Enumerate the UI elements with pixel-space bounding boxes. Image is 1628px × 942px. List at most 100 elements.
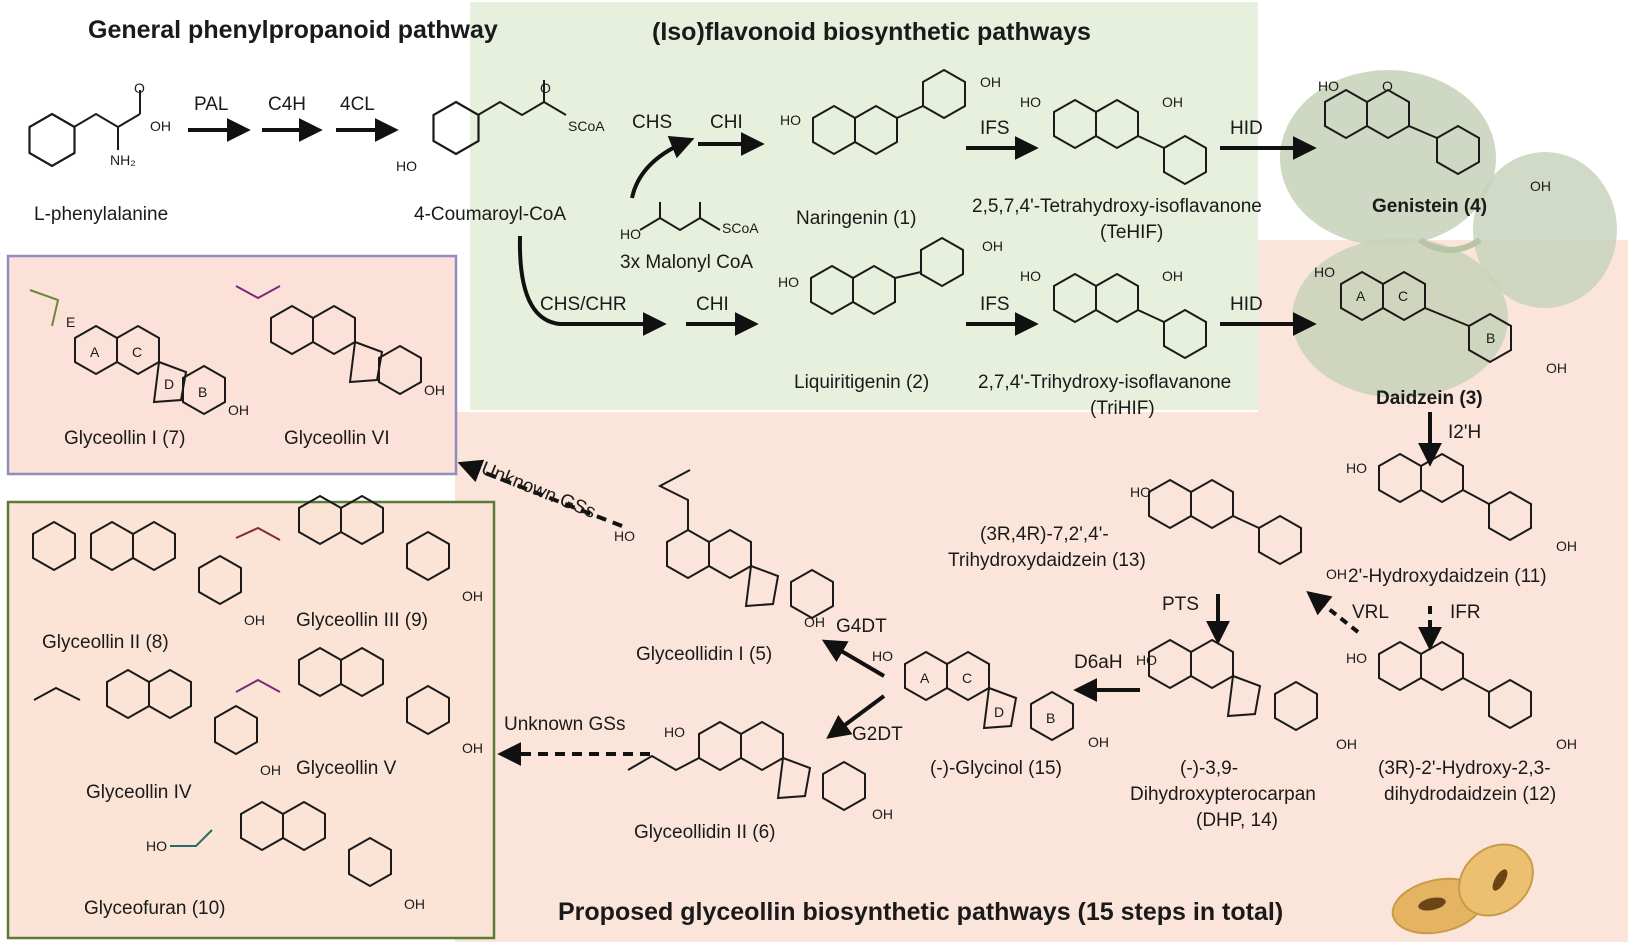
- enzyme-ifr: IFR: [1450, 602, 1481, 623]
- soybean-leaf-icon: [1280, 70, 1617, 398]
- atom-oh-gld2: OH: [872, 806, 893, 822]
- enzyme-ifs-1: IFS: [980, 118, 1010, 139]
- malonyl-coa-structure: [639, 202, 721, 232]
- atom-ho-liq: HO: [778, 274, 799, 290]
- label-dhp-1: (-)-3,9-: [1180, 758, 1239, 779]
- atom-oh-12: OH: [1556, 736, 1577, 752]
- ring-b-gly: B: [1046, 710, 1056, 726]
- atom-oh-gly: OH: [1088, 734, 1109, 750]
- ring-a-g1: A: [90, 344, 100, 360]
- glyceollin-title: Proposed glyceollin biosynthetic pathway…: [558, 898, 1284, 926]
- label-i13-1: (3R,4R)-7,2',4'-: [980, 524, 1109, 545]
- ring-e-g1: E: [66, 314, 76, 330]
- enzyme-hid-2: HID: [1230, 294, 1263, 315]
- enzyme-g4dt: G4DT: [836, 616, 887, 637]
- naringenin-structure: [812, 69, 966, 155]
- dhp-structure: [1148, 639, 1318, 731]
- label-malonyl-coa: 3x Malonyl CoA: [620, 252, 754, 273]
- ring-d-g1: D: [164, 376, 175, 392]
- enzyme-i2h: I2'H: [1448, 422, 1482, 443]
- atom-oh-gld1: OH: [804, 614, 825, 630]
- label-trihif-1: 2,7,4'-Trihydroxy-isoflavanone: [978, 372, 1232, 393]
- atom-oh-liq: OH: [982, 238, 1003, 254]
- atom-oh-g3: OH: [462, 588, 483, 604]
- atom-ho-gly: HO: [872, 648, 893, 664]
- atom-o-coum: O: [540, 80, 551, 96]
- glyceollidin1-structure: [657, 469, 834, 619]
- atom-o-phe: O: [134, 80, 145, 96]
- isoflavonoid-panel: [470, 2, 1258, 410]
- atom-ho-malonyl: HO: [620, 226, 641, 242]
- enzyme-chi-1: CHI: [710, 112, 743, 133]
- ring-c-g1: C: [132, 344, 143, 360]
- enzyme-chs-chr: CHS/CHR: [540, 294, 627, 315]
- atom-ho-gld1: HO: [614, 528, 635, 544]
- hydroxydaidzein-structure: [1378, 453, 1532, 541]
- label-glycinol: (-)-Glycinol (15): [930, 758, 1062, 779]
- coumaroyl-coa-structure: [432, 80, 567, 156]
- enzyme-pts: PTS: [1162, 594, 1199, 615]
- atom-oh-dai: OH: [1546, 360, 1567, 376]
- label-glyceollin-5: Glyceollin V: [296, 758, 397, 779]
- glycinol-structure: [904, 651, 1074, 741]
- phenylpropanoid-title: General phenylpropanoid pathway: [88, 16, 498, 44]
- label-hydroxydaidzein: 2'-Hydroxydaidzein (11): [1348, 566, 1547, 587]
- label-daidzein: Daidzein (3): [1376, 388, 1483, 409]
- glyceollin-panel: [455, 240, 1628, 942]
- atom-ho-gld2: HO: [664, 724, 685, 740]
- atom-oh-11: OH: [1556, 538, 1577, 554]
- liquiritigenin-structure: [810, 237, 964, 315]
- phenylalanine-structure: [28, 90, 141, 168]
- enzyme-c4h: C4H: [268, 94, 307, 115]
- enzyme-hid-1: HID: [1230, 118, 1263, 139]
- ring-c-gly: C: [962, 670, 973, 686]
- ring-d-gly: D: [994, 704, 1005, 720]
- label-glyceofuran: Glyceofuran (10): [84, 898, 226, 919]
- glyceollin3-structure: [235, 495, 450, 581]
- ring-a-gly: A: [920, 670, 930, 686]
- atom-oh-g2: OH: [244, 612, 265, 628]
- glyceollin1-structure: [29, 289, 226, 415]
- atom-oh-g1: OH: [228, 402, 249, 418]
- enzyme-4cl: 4CL: [340, 94, 375, 115]
- atom-oh-tehif: OH: [1162, 94, 1183, 110]
- label-i12-1: (3R)-2'-Hydroxy-2,3-: [1378, 758, 1551, 779]
- label-glyceollidin-1: Glyceollidin I (5): [636, 644, 773, 665]
- i13-structure: [1148, 479, 1302, 565]
- atom-ho-13: HO: [1130, 484, 1151, 500]
- atom-oh-gf: OH: [404, 896, 425, 912]
- tehif-structure: [1053, 99, 1207, 185]
- glyceofuran-structure: [170, 801, 392, 887]
- ring-b-g1: B: [198, 384, 208, 400]
- label-naringenin: Naringenin (1): [796, 208, 917, 229]
- enzyme-chi-2: CHI: [696, 294, 729, 315]
- label-glyceollin-3: Glyceollin III (9): [296, 610, 428, 631]
- label-genistein: Genistein (4): [1372, 196, 1488, 217]
- label-i12-2: dihydrodaidzein (12): [1384, 784, 1557, 805]
- atom-ho-dhp: HO: [1136, 652, 1157, 668]
- glyceollin5-structure: [235, 647, 450, 735]
- ring-b-dai: B: [1486, 330, 1496, 346]
- label-i13-2: Trihydroxydaidzein (13): [948, 550, 1146, 571]
- label-glyceollin-1: Glyceollin I (7): [64, 428, 186, 449]
- atom-o-gen: O: [1382, 78, 1393, 94]
- label-dhp-2: Dihydroxypterocarpan: [1130, 784, 1316, 805]
- glyceollidin2-structure: [627, 721, 866, 811]
- label-coumaroyl-coa: 4-Coumaroyl-CoA: [414, 204, 567, 225]
- atom-ho-trihif: HO: [1020, 268, 1041, 284]
- label-glyceollin-4: Glyceollin IV: [86, 782, 192, 803]
- label-glyceollin-6: Glyceollin VI: [284, 428, 390, 449]
- atom-ho-coum: HO: [396, 158, 417, 174]
- atom-ho-gen: HO: [1318, 78, 1339, 94]
- label-trihif-2: (TriHIF): [1090, 398, 1155, 419]
- enzyme-pal: PAL: [194, 94, 229, 115]
- atom-ho-11: HO: [1346, 460, 1367, 476]
- genistein-structure: [1324, 89, 1480, 175]
- atom-oh-trihif: OH: [1162, 268, 1183, 284]
- atom-scoa-coum: SCoA: [568, 118, 605, 134]
- unknown-gss-2: Unknown GSs: [504, 714, 626, 735]
- atom-oh-g6: OH: [424, 382, 445, 398]
- i12-structure: [1378, 641, 1532, 729]
- label-liquiritigenin: Liquiritigenin (2): [794, 372, 930, 393]
